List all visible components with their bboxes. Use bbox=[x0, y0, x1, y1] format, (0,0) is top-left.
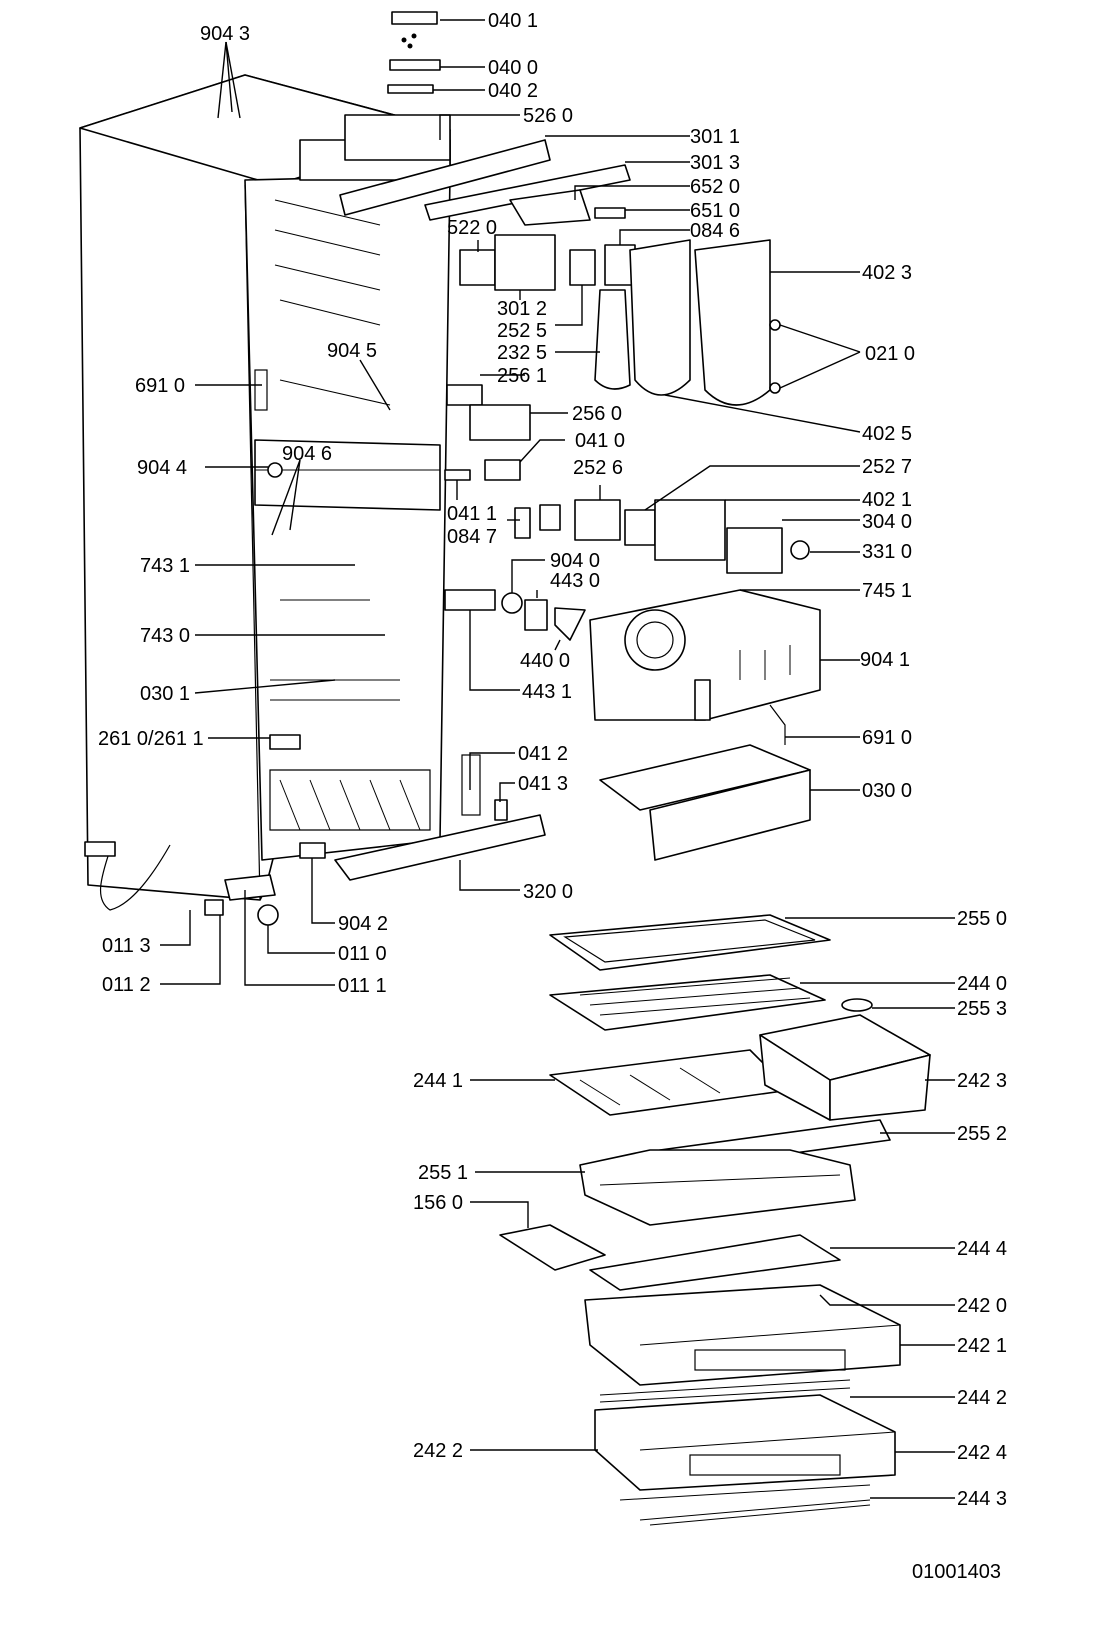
callout-040-0: 040 0 bbox=[488, 57, 538, 79]
callout-242-2: 242 2 bbox=[413, 1440, 463, 1462]
callout-244-0: 244 0 bbox=[957, 973, 1007, 995]
callout-021-0: 021 0 bbox=[865, 343, 915, 365]
callout-743-0: 743 0 bbox=[140, 625, 190, 647]
callout-030-1: 030 1 bbox=[140, 683, 190, 705]
callout-320-0: 320 0 bbox=[523, 881, 573, 903]
callout-labels: 904 3 040 1 040 0 040 2 526 0 301 1 301 … bbox=[98, 10, 1007, 1583]
callout-232-5: 232 5 bbox=[497, 342, 547, 364]
callout-244-1: 244 1 bbox=[413, 1070, 463, 1092]
callout-256-0: 256 0 bbox=[572, 403, 622, 425]
callout-301-1: 301 1 bbox=[690, 126, 740, 148]
callout-041-3: 041 3 bbox=[518, 773, 568, 795]
callout-011-0: 011 0 bbox=[338, 943, 387, 965]
callout-904-0: 904 0 bbox=[550, 550, 600, 572]
callout-041-0: 041 0 bbox=[575, 430, 625, 452]
callout-156-0: 156 0 bbox=[413, 1192, 463, 1214]
callout-691-0a: 691 0 bbox=[135, 375, 185, 397]
leader-lines bbox=[160, 19, 955, 1499]
callout-526-0: 526 0 bbox=[523, 105, 573, 127]
callout-745-1: 745 1 bbox=[862, 580, 912, 602]
callout-443-0: 443 0 bbox=[550, 570, 600, 592]
callout-402-5: 402 5 bbox=[862, 423, 912, 445]
callout-011-1: 011 1 bbox=[338, 975, 387, 997]
callout-904-5: 904 5 bbox=[327, 340, 377, 362]
callout-440-0: 440 0 bbox=[520, 650, 570, 672]
callout-255-0: 255 0 bbox=[957, 908, 1007, 930]
callout-244-3: 244 3 bbox=[957, 1488, 1007, 1510]
callout-301-2: 301 2 bbox=[497, 298, 547, 320]
callout-331-0: 331 0 bbox=[862, 541, 912, 563]
callout-904-4: 904 4 bbox=[137, 457, 187, 479]
drawers-shelves bbox=[499, 914, 931, 1526]
callout-743-1: 743 1 bbox=[140, 555, 190, 577]
callout-402-3: 402 3 bbox=[862, 262, 912, 284]
callout-443-1: 443 1 bbox=[522, 681, 572, 703]
cabinet-body bbox=[79, 74, 451, 911]
callout-252-6: 252 6 bbox=[573, 457, 623, 479]
callout-904-6: 904 6 bbox=[282, 443, 332, 465]
callout-256-1: 256 1 bbox=[497, 365, 547, 387]
callout-242-3: 242 3 bbox=[957, 1070, 1007, 1092]
callout-652-0: 652 0 bbox=[690, 176, 740, 198]
callout-255-2: 255 2 bbox=[957, 1123, 1007, 1145]
callout-041-2: 041 2 bbox=[518, 743, 568, 765]
callout-040-2: 040 2 bbox=[488, 80, 538, 102]
callout-255-1: 255 1 bbox=[418, 1162, 468, 1184]
top-components bbox=[339, 11, 781, 441]
callout-651-0: 651 0 bbox=[690, 200, 740, 222]
callout-244-4: 244 4 bbox=[957, 1238, 1007, 1260]
callout-402-1: 402 1 bbox=[862, 489, 912, 511]
callout-084-6: 084 6 bbox=[690, 220, 740, 242]
callout-041-1: 041 1 bbox=[447, 503, 497, 525]
callout-030-0: 030 0 bbox=[862, 780, 912, 802]
callout-252-5: 252 5 bbox=[497, 320, 547, 342]
callout-040-1: 040 1 bbox=[488, 10, 538, 32]
callout-691-0b: 691 0 bbox=[862, 727, 912, 749]
callout-255-3: 255 3 bbox=[957, 998, 1007, 1020]
callout-011-3: 011 3 bbox=[102, 935, 151, 957]
callout-304-0: 304 0 bbox=[862, 511, 912, 533]
callout-904-3: 904 3 bbox=[200, 23, 250, 45]
callout-242-4: 242 4 bbox=[957, 1442, 1007, 1464]
callout-084-7: 084 7 bbox=[447, 526, 497, 548]
callout-011-2: 011 2 bbox=[102, 974, 151, 996]
callout-242-1: 242 1 bbox=[957, 1335, 1007, 1357]
drawing-number: 01001403 bbox=[912, 1561, 1001, 1583]
callout-261-0-261-1: 261 0/261 1 bbox=[98, 728, 204, 750]
callout-522-0: 522 0 bbox=[447, 217, 497, 239]
callout-904-1: 904 1 bbox=[860, 649, 910, 671]
callout-904-2: 904 2 bbox=[338, 913, 388, 935]
callout-252-7: 252 7 bbox=[862, 456, 912, 478]
middle-components bbox=[204, 459, 821, 926]
callout-301-3: 301 3 bbox=[690, 152, 740, 174]
callout-244-2: 244 2 bbox=[957, 1387, 1007, 1409]
callout-242-0: 242 0 bbox=[957, 1295, 1007, 1317]
